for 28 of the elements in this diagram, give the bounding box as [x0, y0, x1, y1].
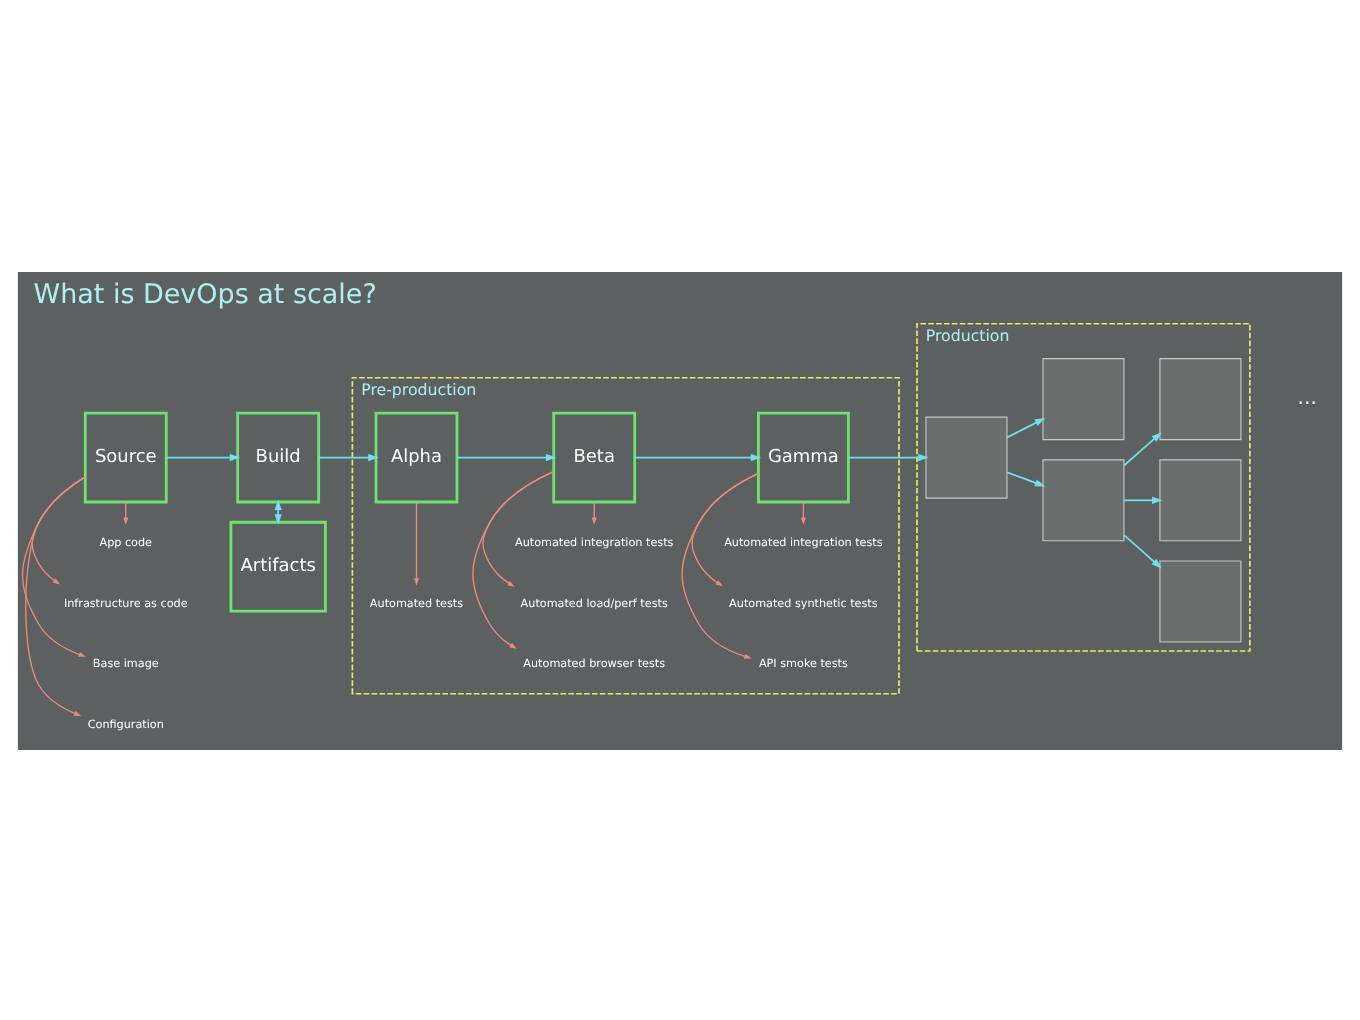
diagram-title: What is DevOps at scale? — [33, 277, 377, 310]
node-box — [1159, 559, 1242, 642]
arrow — [456, 452, 557, 461]
node-box: Beta — [552, 410, 637, 503]
node-box — [1159, 357, 1242, 440]
arrow — [1123, 495, 1163, 503]
node-box — [1042, 458, 1125, 541]
arrow — [25, 475, 86, 715]
node-box: Build — [236, 410, 321, 503]
node-box: Gamma — [757, 410, 850, 503]
arrow — [165, 452, 241, 461]
node-box: Source — [83, 410, 168, 503]
arrow — [681, 471, 760, 658]
arrow — [633, 452, 762, 461]
arrow — [413, 500, 420, 585]
arrow — [318, 452, 379, 461]
node-box — [925, 415, 1008, 498]
node-box — [1159, 458, 1242, 541]
arrow — [472, 469, 555, 648]
node-box: Artifacts — [229, 519, 327, 612]
node-box — [1042, 357, 1125, 440]
label: ... — [1297, 387, 1317, 410]
arrow — [1006, 470, 1046, 486]
arrow — [1123, 431, 1162, 466]
arrow — [847, 452, 929, 461]
arrow — [1123, 533, 1162, 568]
arrow — [1006, 417, 1046, 438]
node-box: Alpha — [374, 410, 459, 503]
